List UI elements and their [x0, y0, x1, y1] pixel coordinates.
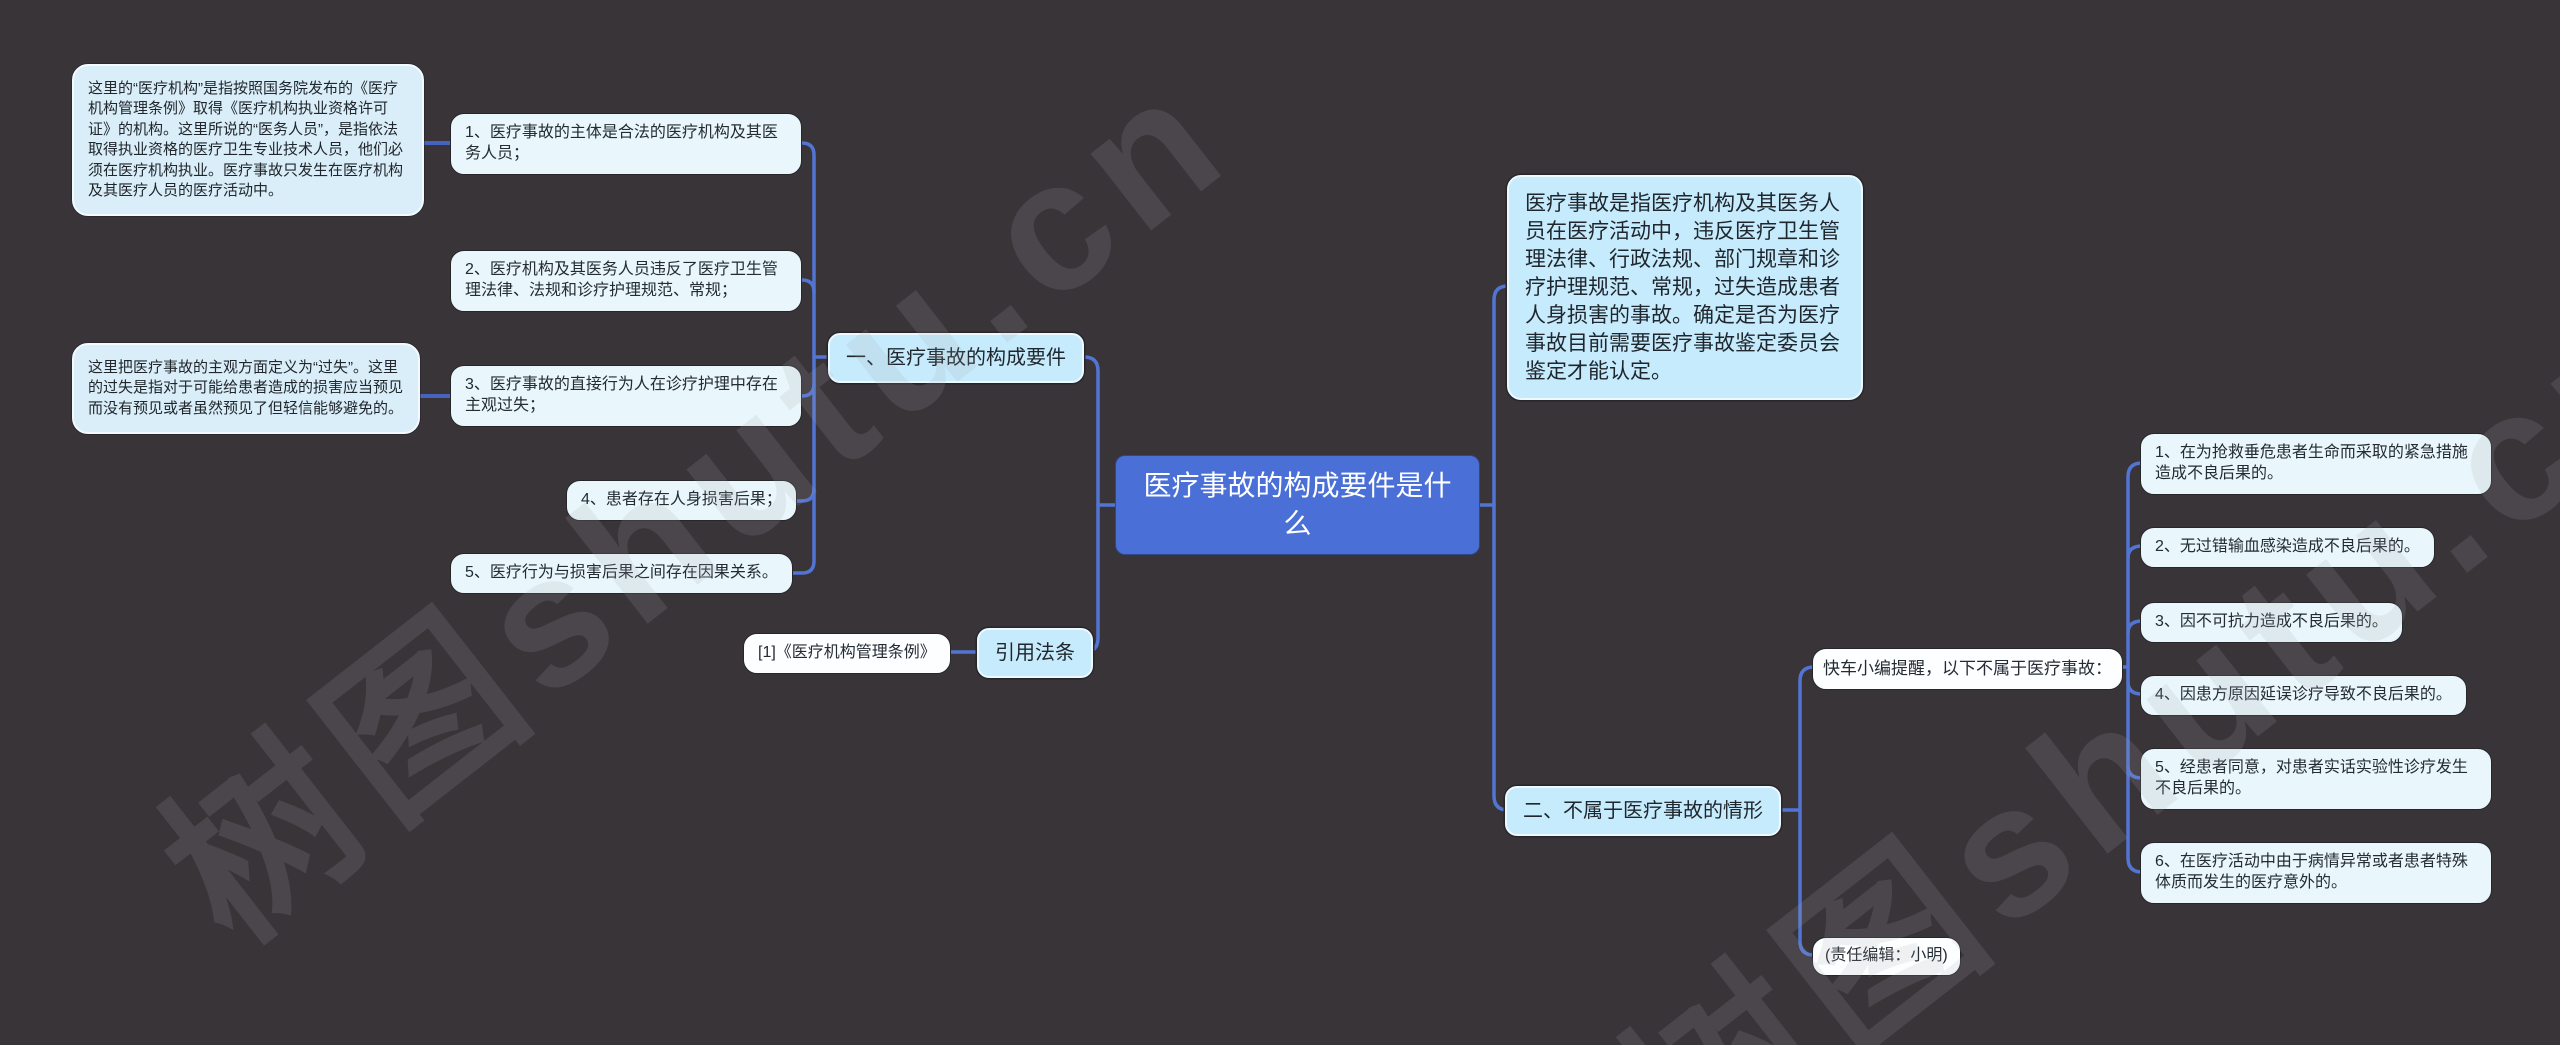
left-item-3[interactable]: 3、医疗事故的直接行为人在诊疗护理中存在主观过失； [450, 365, 802, 427]
left-item-1[interactable]: 1、医疗事故的主体是合法的医疗机构及其医务人员； [450, 113, 802, 175]
right-item-5[interactable]: 5、经患者同意，对患者实话实验性诊疗发生不良后果的。 [2140, 748, 2492, 810]
edge-central-left-rail [1070, 355, 1100, 654]
right-item-6[interactable]: 6、在医疗活动中由于病情异常或者患者特殊体质而发生的医疗意外的。 [2140, 842, 2492, 904]
branch-not-medical-accident[interactable]: 二、不属于医疗事故的情形 [1505, 786, 1781, 836]
left-item-4[interactable]: 4、患者存在人身损害后果； [566, 480, 797, 521]
editor-note[interactable]: (责任编辑：小明) [1812, 937, 1961, 976]
citation-reference[interactable]: [1]《医疗机构管理条例》 [743, 633, 951, 674]
right-item-4[interactable]: 4、因患方原因延误诊疗导致不良后果的。 [2140, 675, 2467, 716]
edge-branch2-rail [1798, 665, 1826, 957]
central-topic[interactable]: 医疗事故的构成要件是什么 [1115, 455, 1480, 555]
left-item-2[interactable]: 2、医疗机构及其医务人员违反了医疗卫生管理法律、法规和诊疗护理规范、常规； [450, 250, 802, 312]
note-fault-definition[interactable]: 这里把医疗事故的主观方面定义为“过失”。这里的过失是指对于可能给患者造成的损害应… [72, 343, 420, 435]
right-item-3[interactable]: 3、因不可抗力造成不良后果的。 [2140, 602, 2403, 643]
left-item-5[interactable]: 5、医疗行为与损害后果之间存在因果关系。 [450, 553, 793, 594]
right-item-1[interactable]: 1、在为抢救垂危患者生命而采取的紧急措施造成不良后果的。 [2140, 433, 2492, 495]
right-item-2[interactable]: 2、无过错输血感染造成不良后果的。 [2140, 527, 2435, 568]
branch-cited-law[interactable]: 引用法条 [977, 628, 1093, 678]
edge-right-rail [2126, 461, 2154, 874]
definition-medical-accident[interactable]: 医疗事故是指医疗机构及其医务人员在医疗活动中，违反医疗卫生管理法律、行政法规、部… [1507, 175, 1863, 401]
reminder-note[interactable]: 快车小编提醒，以下不属于医疗事故： [1812, 648, 2123, 691]
edge-central-right-rail [1492, 284, 1522, 812]
branch-constituent-elements[interactable]: 一、医疗事故的构成要件 [828, 333, 1084, 383]
note-medical-institution[interactable]: 这里的“医疗机构”是指按照国务院发布的《医疗机构管理条例》取得《医疗机构执业资格… [72, 64, 424, 217]
